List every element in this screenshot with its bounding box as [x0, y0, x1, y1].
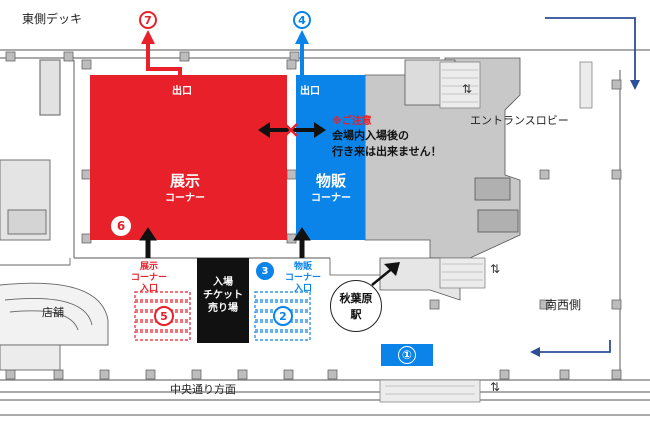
- marker-6: 6: [109, 214, 133, 238]
- exhibit-corner-title: 展示: [169, 172, 200, 190]
- marker-7: 7: [139, 11, 157, 29]
- southwest-label: 南西側: [545, 298, 582, 312]
- goods-entry-line3: 入口: [293, 284, 312, 294]
- marker-2: 2: [273, 306, 293, 326]
- entry-arrows: [139, 227, 311, 258]
- ticket-booth-label: 入場 チケット 売り場: [197, 276, 249, 315]
- escalator-bands: [379, 61, 593, 403]
- ticket-line3: 売り場: [208, 303, 238, 314]
- exhibit-exit-label: 出口: [172, 86, 192, 97]
- goods-corner-subtitle: コーナー: [311, 193, 351, 204]
- direction-arrow-southwest: [540, 340, 611, 353]
- ticket-line2: チケット: [203, 290, 243, 301]
- notice-box: ※ご注意 会場内入場後の 行き来は出来ません！: [332, 112, 442, 159]
- exhibit-exit-arrowhead: [141, 30, 155, 44]
- exhibit-exit-route: [146, 42, 182, 82]
- akihabara-station-marker: 秋葉原 駅: [330, 280, 382, 332]
- escalator-icon: ⇅: [490, 262, 501, 276]
- exhibit-entry-line1: 展示: [139, 262, 158, 272]
- marker-3: 3: [256, 262, 274, 280]
- marker-1: ①: [398, 346, 416, 364]
- direction-arrow-northeast: [545, 17, 636, 80]
- exhibit-corner-subtitle: コーナー: [165, 193, 205, 204]
- goods-corner-title: 物販: [315, 172, 346, 190]
- goods-exit-label: 出口: [300, 86, 320, 97]
- goods-corner-area: [296, 75, 365, 240]
- escalator-icon: ⇅: [462, 82, 473, 96]
- exhibit-entry-line3: 入口: [139, 284, 158, 294]
- escalator-icon: ⇅: [490, 380, 501, 394]
- marker-1-box: ①: [381, 344, 433, 366]
- goods-entry-line1: 物販: [293, 262, 312, 272]
- direction-arrowhead-southwest: [530, 347, 540, 357]
- notice-line2: 行き来は出来ません！: [332, 145, 442, 158]
- ticket-line1: 入場: [213, 277, 233, 288]
- station-pointer-head: [384, 262, 400, 276]
- left-rooms: [0, 159, 109, 371]
- central-street-label: 中央通り方面: [170, 383, 236, 396]
- exhibit-entry-line2: コーナー: [130, 273, 167, 283]
- marker-5: 5: [154, 306, 174, 326]
- goods-entry-line2: コーナー: [284, 273, 321, 283]
- station-label-line1: 秋葉原: [339, 292, 373, 305]
- store-label: 店舗: [42, 306, 64, 319]
- no-crossing-arrow: [258, 122, 326, 138]
- marker-4: 4: [293, 11, 311, 29]
- exhibit-corner-area: [90, 75, 287, 240]
- entrance-lobby-label: エントランスロビー: [470, 114, 569, 127]
- direction-arrowhead-northeast: [630, 80, 640, 90]
- exhibit-entry-label: 展示 コーナー 入口: [124, 262, 174, 295]
- notice-title: ※ご注意: [332, 116, 372, 127]
- escalator-steps: [385, 69, 483, 395]
- ticket-booth: [197, 258, 249, 343]
- notice-line1: 会場内入場後の: [332, 129, 409, 142]
- goods-entry-label: 物販 コーナー 入口: [278, 262, 328, 295]
- station-label-line2: 駅: [350, 308, 362, 321]
- goods-exit-arrowhead: [295, 30, 309, 44]
- east-deck-label: 東側デッキ: [22, 12, 83, 26]
